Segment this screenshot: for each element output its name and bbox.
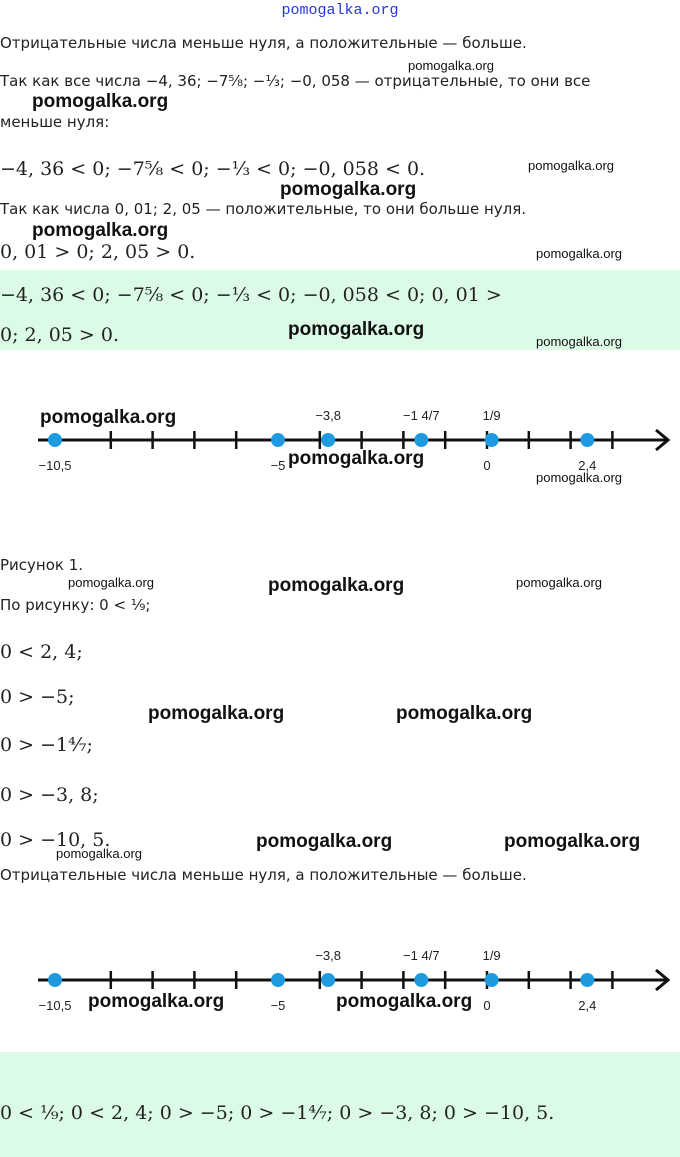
comparison-2: 0 > −5; <box>0 686 75 708</box>
watermark: pomogalka.org <box>528 158 614 173</box>
point-dot <box>271 973 285 987</box>
comparison-3: 0 > −1⁴⁄₇; <box>0 734 93 756</box>
axis-arrow-icon <box>655 428 671 452</box>
inequality-2: 0, 01 > 0; 2, 05 > 0. <box>0 241 196 263</box>
by-figure-text: По рисунку: 0 < ¹⁄₉; <box>0 596 151 614</box>
point-label: −1 4/7 <box>403 948 440 963</box>
number-line-2: 0 −10,5 −5 −3,8 −1 4/7 1/9 2,4 <box>38 948 671 1013</box>
watermark: pomogalka.org <box>68 575 154 590</box>
point-label: −3,8 <box>315 408 341 423</box>
comparison-4: 0 > −3, 8; <box>0 784 99 806</box>
point-label: −5 <box>271 998 286 1013</box>
watermark: pomogalka.org <box>408 58 494 73</box>
watermark: pomogalka.org <box>32 220 169 241</box>
watermark: pomogalka.org <box>40 407 177 428</box>
point-dot <box>580 433 595 447</box>
text-line1b: меньше нуля: <box>0 113 110 131</box>
point-label: −3,8 <box>315 948 341 963</box>
point-dot <box>580 973 595 987</box>
watermark: pomogalka.org <box>396 703 533 724</box>
text-line1: Так как все числа −4, 36; −7⁵⁄₈; −¹⁄₃; −… <box>0 72 591 90</box>
point-label: 2,4 <box>578 458 596 473</box>
rule-text: Отрицательные числа меньше нуля, а полож… <box>0 34 527 52</box>
watermark: pomogalka.org <box>516 575 602 590</box>
watermark: pomogalka.org <box>148 703 285 724</box>
point-label: −5 <box>271 458 286 473</box>
inequality-1: −4, 36 < 0; −7⁵⁄₈ < 0; −¹⁄₃ < 0; −0, 058… <box>0 158 426 180</box>
watermark: pomogalka.org <box>32 91 169 112</box>
watermark: pomogalka.org <box>288 319 425 340</box>
answer-2: 0 < ¹⁄₉; 0 < 2, 4; 0 > −5; 0 > −1⁴⁄₇; 0 … <box>0 1102 555 1124</box>
comparison-5: 0 > −10, 5. <box>0 829 111 851</box>
axis-arrow-icon <box>655 968 671 992</box>
point-label: 2,4 <box>578 998 596 1013</box>
point-label: 1/9 <box>483 408 501 423</box>
point-dot <box>321 433 336 447</box>
watermark: pomogalka.org <box>504 831 641 852</box>
watermark: pomogalka.org <box>536 246 622 261</box>
answer-1-line-a: −4, 36 < 0; −7⁵⁄₈ < 0; −¹⁄₃ < 0; −0, 058… <box>0 284 502 306</box>
watermark: pomogalka.org <box>56 846 142 861</box>
watermark: pomogalka.org <box>336 991 473 1012</box>
watermark: pomogalka.org <box>288 448 425 469</box>
point-dot <box>271 433 285 447</box>
watermark: pomogalka.org <box>88 991 225 1012</box>
zero-label: 0 <box>483 998 490 1013</box>
watermark: pomogalka.org <box>268 575 405 596</box>
point-dot <box>321 973 336 987</box>
answer-box-1: −4, 36 < 0; −7⁵⁄₈ < 0; −¹⁄₃ < 0; −0, 058… <box>0 270 680 350</box>
point-dot <box>48 973 62 987</box>
point-label: −1 4/7 <box>403 408 440 423</box>
zero-label: 0 <box>483 458 490 473</box>
watermark: pomogalka.org <box>280 179 417 200</box>
answer-1-line-b: 0; 2, 05 > 0. <box>0 324 120 346</box>
figure-caption: Рисунок 1. <box>0 556 84 574</box>
point-label: 1/9 <box>483 948 501 963</box>
point-dot <box>484 433 499 447</box>
text-line2: Так как числа 0, 01; 2, 05 — положительн… <box>0 200 527 218</box>
point-label: −10,5 <box>39 998 72 1013</box>
site-watermark-top: pomogalka.org <box>281 2 399 19</box>
watermark: pomogalka.org <box>536 334 622 349</box>
point-dot <box>484 973 499 987</box>
point-label: −10,5 <box>39 458 72 473</box>
point-dot <box>414 433 429 447</box>
answer-box-2: 0 < ¹⁄₉; 0 < 2, 4; 0 > −5; 0 > −1⁴⁄₇; 0 … <box>0 1052 680 1157</box>
point-dot <box>48 433 62 447</box>
point-dot <box>414 973 429 987</box>
number-line-1: 0 −10,5 −5 −3,8 −1 4/7 1/9 2,4 <box>38 408 671 473</box>
watermark: pomogalka.org <box>256 831 393 852</box>
watermark: pomogalka.org <box>536 470 622 485</box>
comparison-1: 0 < 2, 4; <box>0 641 83 663</box>
rule-text-2: Отрицательные числа меньше нуля, а полож… <box>0 866 527 884</box>
